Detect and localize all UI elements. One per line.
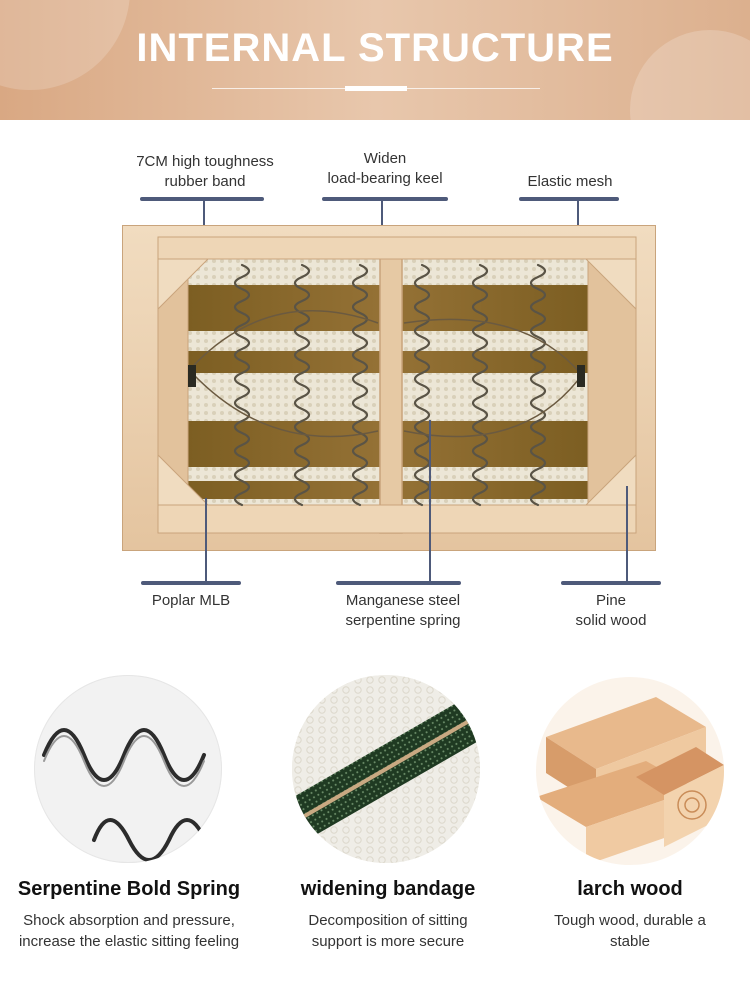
sofa-frame-illustration <box>121 224 657 552</box>
spring-icon <box>42 728 207 862</box>
callout-bar <box>141 581 241 585</box>
bandage-icon <box>292 675 480 863</box>
callout-leader-line <box>205 498 207 582</box>
sofa-frame-diagram <box>121 224 657 552</box>
bandage-closeup-image <box>292 675 480 863</box>
callout-bar <box>140 197 264 201</box>
callout-leader-line <box>626 486 628 582</box>
header-banner: INTERNAL STRUCTURE <box>0 0 750 120</box>
callout-bar <box>519 197 619 201</box>
callout-elastic-mesh: Elastic mesh <box>527 173 613 190</box>
feature-desc-spring: Shock absorption and pressure,increase t… <box>18 912 240 950</box>
spring-closeup-image <box>34 675 222 863</box>
callout-bar <box>322 197 448 201</box>
feature-title-bandage: widening bandage <box>300 878 476 900</box>
title-underline-accent <box>345 86 407 91</box>
callout-poplar-mlb: Poplar MLB <box>151 592 231 609</box>
feature-title-spring: Serpentine Bold Spring <box>17 878 241 900</box>
feature-title-larch: larch wood <box>577 878 683 900</box>
callout-bar <box>561 581 661 585</box>
larch-wood-image <box>536 677 724 865</box>
callout-leader-line <box>429 420 431 582</box>
page-title: INTERNAL STRUCTURE <box>136 26 614 70</box>
wood-blocks-icon <box>536 697 724 865</box>
callout-bar <box>336 581 461 585</box>
